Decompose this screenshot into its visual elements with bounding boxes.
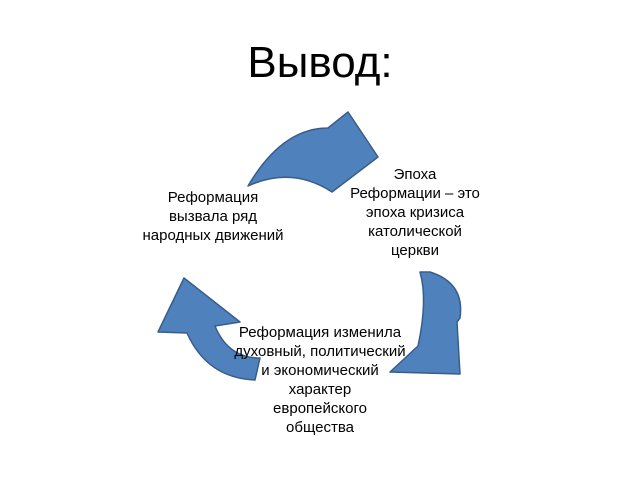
cycle-node-left-line: Реформация: [167, 189, 259, 206]
cycle-node-bottom-line: характер: [288, 381, 352, 398]
cycle-node-right-line: католической: [368, 223, 462, 240]
cycle-node-bottom-line: европейского: [273, 400, 367, 417]
cycle-arrow-right: [389, 271, 462, 375]
cycle-node-left-line: вызвала ряд: [168, 208, 258, 225]
cycle-node-bottom-line: духовный, политический: [234, 343, 406, 360]
cycle-node-right-line: Реформации – это: [350, 185, 480, 202]
cycle-node-right-line: церкви: [390, 242, 440, 259]
cycle-node-left: Реформация вызвала ряд народных движений: [118, 188, 308, 245]
cycle-node-bottom-line: общества: [286, 419, 354, 436]
cycle-node-right: Эпоха Реформации – это эпоха кризиса кат…: [330, 165, 500, 260]
cycle-node-right-line: Эпоха: [393, 166, 437, 183]
cycle-node-bottom: Реформация изменила духовный, политическ…: [205, 323, 435, 437]
cycle-node-right-line: эпоха кризиса: [365, 204, 465, 221]
cycle-node-bottom-line: и экономический: [261, 362, 379, 379]
cycle-arrow-left: [157, 277, 261, 381]
cycle-node-left-line: народных движений: [142, 227, 284, 244]
cycle-node-bottom-line: Реформация изменила: [238, 324, 402, 341]
slide-title: Вывод:: [247, 38, 393, 87]
cycle-arrow-top: [247, 111, 379, 193]
